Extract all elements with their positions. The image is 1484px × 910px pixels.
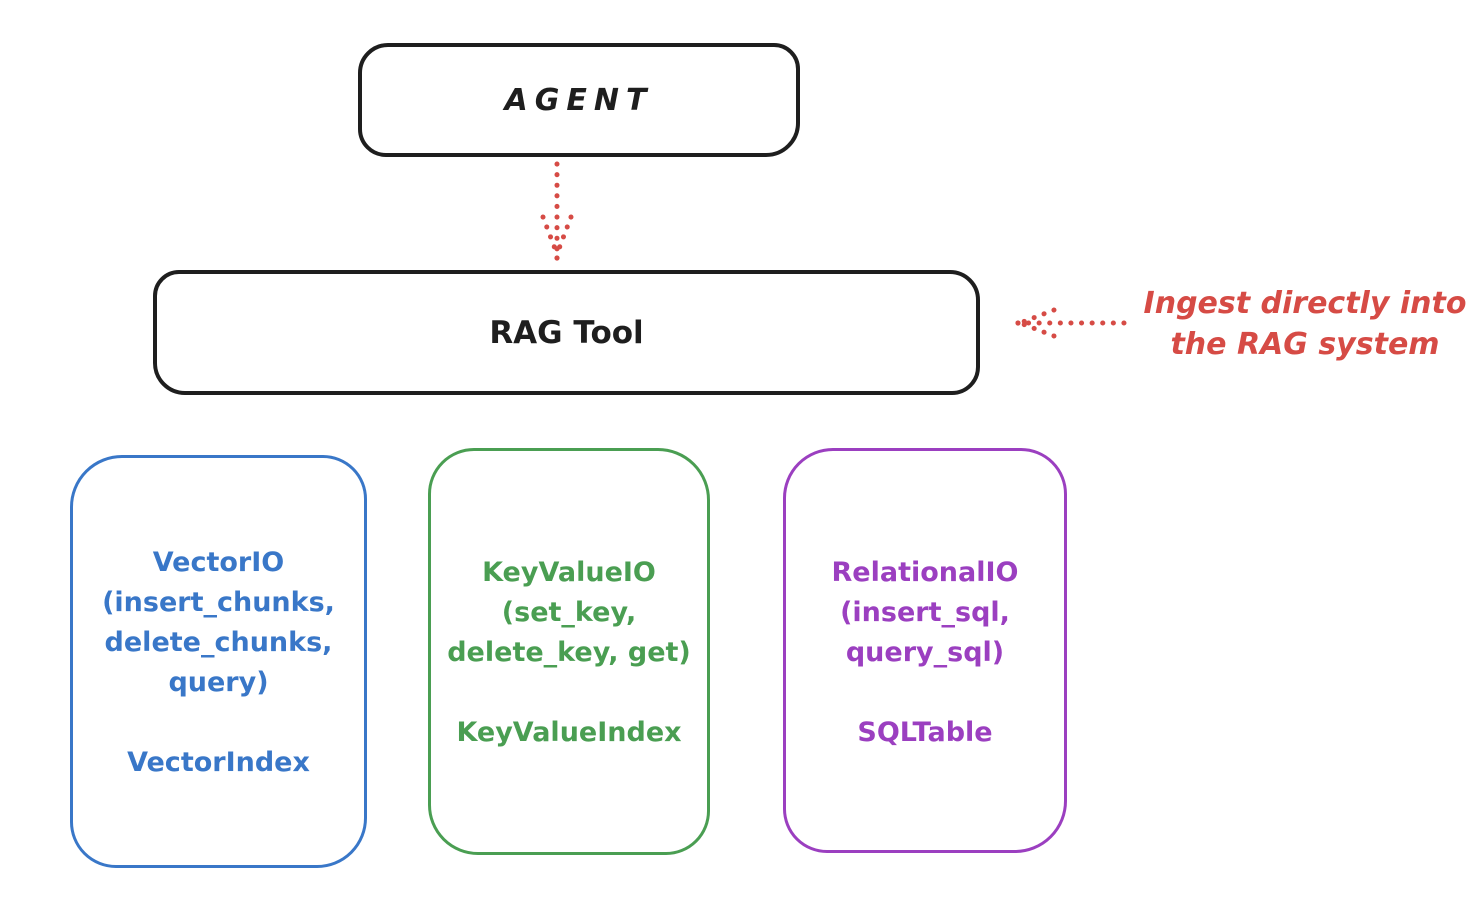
io-text-line: query) [168, 667, 269, 698]
annotation-line: Ingest directly into [1143, 286, 1467, 321]
io-text-line: KeyValueIO [482, 557, 656, 588]
arrow-tip-dot [554, 255, 560, 261]
vector-index-label: VectorIndex [127, 747, 310, 778]
keyvalue-index-label: KeyValueIndex [456, 717, 682, 748]
io-text-line: delete_key, get) [447, 637, 691, 668]
io-text-line: RelationalIO [831, 557, 1019, 588]
agent-box: AGENT [358, 43, 800, 157]
vector-io-text: VectorIO (insert_chunks, delete_chunks, … [73, 543, 364, 703]
annotation-line: the RAG system [1170, 327, 1440, 362]
sqltable-label: SQLTable [857, 717, 993, 748]
relational-io-box: RelationalIO (insert_sql, query_sql) SQL… [783, 448, 1067, 853]
io-text-line: (insert_chunks, [102, 587, 335, 618]
keyvalue-io-box: KeyValueIO (set_key, delete_key, get) Ke… [428, 448, 710, 855]
rag-tool-label: RAG Tool [489, 314, 644, 351]
io-text-line: VectorIO [152, 547, 285, 578]
ingest-annotation: Ingest directly into the RAG system [1138, 283, 1472, 365]
arrow-annotation-to-ragtool [1015, 307, 1127, 339]
arrow-agent-to-ragtool [540, 161, 574, 261]
io-text-line: delete_chunks, [104, 627, 333, 658]
arrow-head-top [1017, 307, 1057, 326]
arrow-tip-dot [1015, 320, 1021, 326]
arrow-head-right [554, 214, 574, 257]
agent-label: AGENT [504, 82, 654, 118]
io-text-line: (insert_sql, [840, 597, 1010, 628]
vector-io-box: VectorIO (insert_chunks, delete_chunks, … [70, 455, 367, 868]
io-text-line: query_sql) [845, 637, 1005, 668]
io-text-line: (set_key, [501, 597, 637, 628]
relational-io-text: RelationalIO (insert_sql, query_sql) [786, 553, 1064, 673]
rag-tool-box: RAG Tool [153, 270, 980, 395]
arrow-head-left [540, 214, 560, 257]
arrow-head-bottom [1017, 320, 1057, 339]
keyvalue-io-text: KeyValueIO (set_key, delete_key, get) [431, 553, 707, 673]
